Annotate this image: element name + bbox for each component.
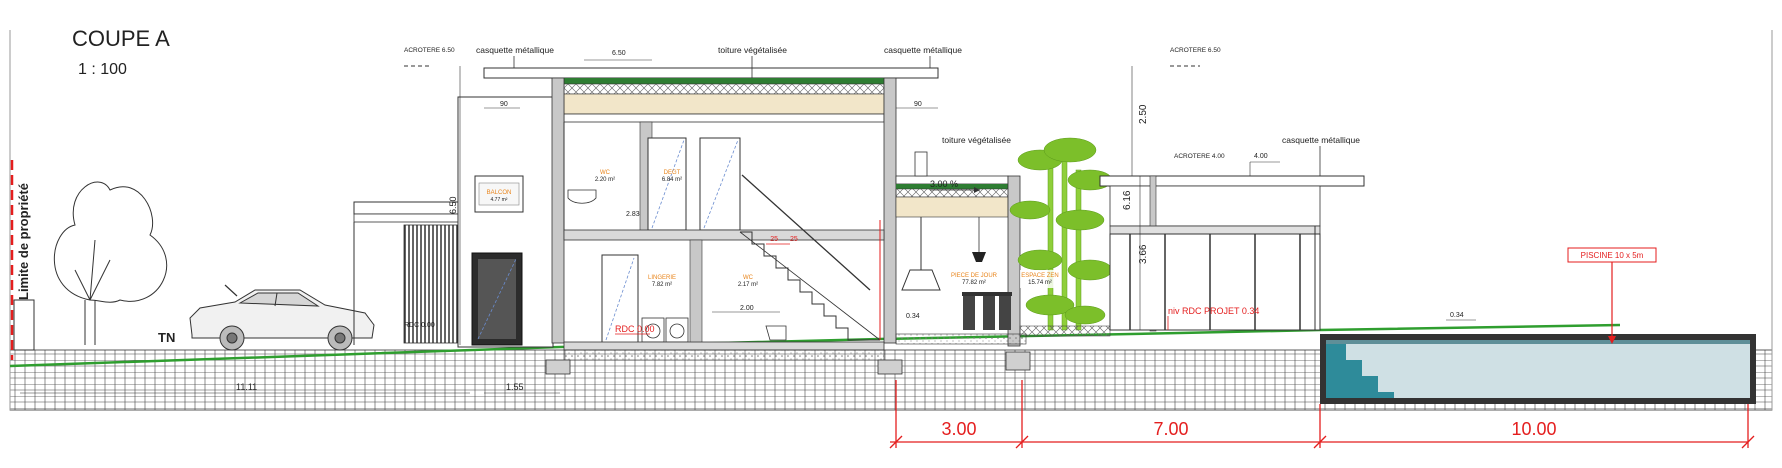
toilet-icon xyxy=(765,325,787,341)
toiture-label-1: toiture végétalisée xyxy=(718,45,787,55)
dim-25-b: 25 xyxy=(790,236,798,243)
washbasin-icon xyxy=(567,189,597,204)
ground-label-tn: TN xyxy=(158,330,175,345)
dim-650-side: 6.50 xyxy=(448,196,458,214)
dim-650-top: 6.50 xyxy=(612,50,626,57)
bamboo-icon xyxy=(1009,137,1113,331)
wc-down-area: 2.17 m² xyxy=(738,282,758,288)
acrotere-low: ACROTERE 4.00 xyxy=(1174,153,1225,160)
hood-icon xyxy=(901,269,941,291)
dim-034-a: 0.34 xyxy=(906,313,920,320)
footing-left xyxy=(545,359,571,375)
casquette-label-2: casquette métallique xyxy=(884,45,962,55)
living-wing: PIECE DE JOUR 77.82 m² 3.00 % xyxy=(895,151,1027,347)
chimney xyxy=(914,151,928,177)
pool-steps xyxy=(1326,344,1394,398)
pendant-lamp-icon xyxy=(972,252,986,262)
lingerie-area: 7.82 m² xyxy=(652,282,672,288)
balcon-name: BALCON xyxy=(487,190,512,196)
dim-25-a: 25 xyxy=(770,236,778,243)
swimming-pool xyxy=(1320,334,1756,404)
casquette-label-1: casquette métallique xyxy=(476,45,554,55)
dim-400: 4.00 xyxy=(1254,153,1268,160)
wc-up-name: WC xyxy=(600,170,611,176)
intermediate-slab xyxy=(563,229,885,241)
drawing-scale: 1 : 100 xyxy=(78,61,127,78)
footing-right xyxy=(1005,351,1031,371)
footing-mid xyxy=(877,359,903,375)
roof-slope: 3.00 % xyxy=(930,179,958,189)
ground-slab xyxy=(563,349,885,361)
pool-water xyxy=(1326,340,1750,398)
dim-90-right: 90 xyxy=(914,101,922,108)
dim-034-b: 0.34 xyxy=(1450,312,1464,319)
balcon-area: 4.77 m² xyxy=(491,197,508,203)
dim-283: 2.83 xyxy=(626,211,640,218)
property-limit-label: Limite de propriété xyxy=(16,183,31,300)
dim-366: 3.66 xyxy=(1138,244,1149,264)
red-dimension-chain xyxy=(889,380,1755,449)
acrotere-right: ACROTERE 6.50 xyxy=(1170,47,1221,54)
door-degt xyxy=(699,137,741,231)
acrotere-left: ACROTERE 6.50 xyxy=(404,47,455,54)
main-block: BALCON 4.77 m² xyxy=(457,96,554,348)
wc-down-name: WC xyxy=(743,275,754,281)
dim-616: 6.16 xyxy=(1122,190,1133,210)
green-roof-top xyxy=(564,78,884,84)
toiture-label-2: toiture végétalisée xyxy=(942,135,1011,145)
rdc-projet-label: niv RDC PROJET 0.34 xyxy=(1168,306,1259,316)
house-section: WC 2.20 m² DEGT 6.84 m² LINGERIE 7.82 m²… xyxy=(483,67,1031,375)
rdc-level-left: RDC 0.00 xyxy=(404,322,435,329)
wall-left xyxy=(551,77,565,344)
espace-zen-area: 15.74 m² xyxy=(1028,280,1052,286)
dim-300: 3.00 xyxy=(941,419,976,439)
degt-name: DEGT xyxy=(664,170,681,176)
lingerie-name: LINGERIE xyxy=(648,275,676,281)
roof-overhang xyxy=(483,67,939,79)
dim-1000: 10.00 xyxy=(1511,419,1556,439)
door-wc-up xyxy=(647,137,687,231)
dim-90-left: 90 xyxy=(500,101,508,108)
right-block xyxy=(1099,175,1365,332)
chair-icon xyxy=(963,296,975,330)
degt-area: 6.84 m² xyxy=(662,177,682,183)
staircase xyxy=(740,231,880,341)
dim-700: 7.00 xyxy=(1153,419,1188,439)
pool-label: PISCINE 10 x 5m xyxy=(1581,251,1644,260)
glazing-bay xyxy=(1109,233,1321,331)
casquette-label-3: casquette métallique xyxy=(1282,135,1360,145)
dim-1111: 11.11 xyxy=(236,382,257,392)
piece-jour-area: 77.82 m² xyxy=(962,280,986,286)
dim-155: 1.55 xyxy=(506,382,524,392)
dim-250: 2.50 xyxy=(1138,104,1149,124)
tree-icon xyxy=(53,181,168,345)
roof-insulation xyxy=(563,93,885,115)
wall-right xyxy=(883,77,897,344)
rdc-red-label: RDC 0.00 xyxy=(615,324,655,334)
stair-handrail xyxy=(741,174,871,291)
wc-up-area: 2.20 m² xyxy=(595,177,615,183)
drawing-title: COUPE A xyxy=(72,26,170,51)
piece-jour-name: PIECE DE JOUR xyxy=(951,273,998,279)
fence-post xyxy=(13,299,35,351)
espace-zen-name: ESPACE ZEN xyxy=(1021,273,1059,279)
car-icon xyxy=(189,284,375,351)
dim-200: 2.00 xyxy=(740,305,754,312)
